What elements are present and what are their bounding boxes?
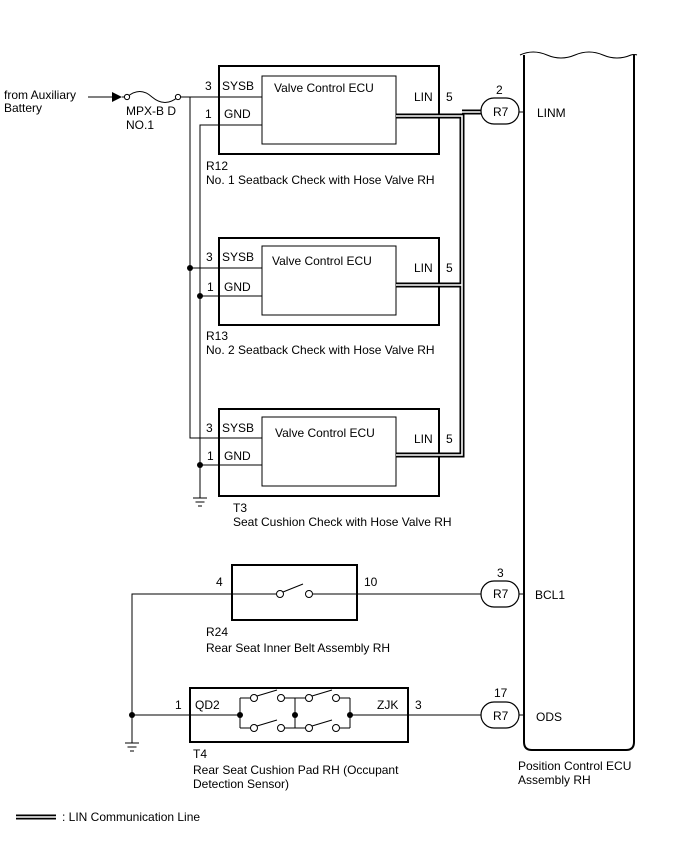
valve1-label-gnd: GND	[224, 107, 251, 121]
ecu-top-wavy-edge	[519, 51, 638, 59]
belt-wire	[131, 593, 481, 743]
valve3-label-lin: LIN	[414, 432, 433, 446]
valve2-ecu-box	[261, 245, 397, 316]
belt-pin-in: 4	[216, 575, 223, 589]
pad-label-in: QD2	[195, 698, 220, 712]
valve3-name: Seat Cushion Check with Hose Valve RH	[233, 515, 452, 529]
sysb-power-wire	[181, 96, 219, 439]
ground-icon-2	[125, 742, 139, 752]
valve1-pin-gnd: 1	[205, 107, 212, 121]
valve2-name: No. 2 Seatback Check with Hose Valve RH	[206, 343, 435, 357]
source-arrow-icon	[112, 92, 122, 102]
position-control-ecu-body	[523, 55, 635, 751]
pad-junction-dot	[129, 712, 135, 718]
valve3-label-gnd: GND	[224, 449, 251, 463]
connector-linm-id: R7	[493, 105, 509, 119]
fuse-icon	[126, 91, 179, 103]
belt-box	[231, 564, 358, 621]
valve1-label-sysb: SYSB	[222, 79, 254, 93]
fuse-terminal-right	[174, 93, 182, 101]
valve3-ecu-label: Valve Control ECU	[275, 426, 375, 440]
valve2-label-sysb: SYSB	[222, 250, 254, 264]
pad-pin-out: 3	[415, 698, 422, 712]
valve2-label-lin: LIN	[414, 261, 433, 275]
valve1-ecu-label: Valve Control ECU	[274, 81, 374, 95]
valve3-pin-gnd: 1	[207, 449, 214, 463]
ecu-name-line1: Position Control ECU	[518, 759, 631, 773]
connector-bcl1-signal: BCL1	[535, 588, 565, 602]
legend-text: : LIN Communication Line	[62, 810, 200, 824]
valve2-code: R13	[206, 329, 228, 343]
valve1-pin-lin: 5	[446, 90, 453, 104]
connector-ods-pin: 17	[494, 686, 508, 700]
connector-bcl1-id: R7	[493, 587, 509, 601]
fuse-number: NO.1	[126, 118, 154, 132]
lin-communication-line	[396, 109, 481, 458]
gnd-junction-dot-2	[197, 462, 203, 468]
ground-wire	[199, 124, 219, 498]
belt-switch-icon	[276, 583, 313, 598]
valve3-code: T3	[233, 501, 247, 515]
connector-ods-signal: ODS	[536, 710, 562, 724]
valve3-pin-sysb: 3	[206, 421, 213, 435]
ground-icon	[193, 497, 207, 507]
connector-r7-linm	[480, 97, 524, 125]
pad-pin-in: 1	[175, 698, 182, 712]
occupant-sensor-switch-icon	[237, 689, 353, 732]
valve1-ecu-box	[261, 75, 397, 145]
connector-ods-id: R7	[493, 709, 509, 723]
valve2-label-gnd: GND	[224, 280, 251, 294]
valve1-name: No. 1 Seatback Check with Hose Valve RH	[206, 173, 435, 187]
connector-bcl1-pin: 3	[497, 566, 504, 580]
pad-name-line1: Rear Seat Cushion Pad RH (Occupant	[193, 763, 399, 777]
belt-pin-out: 10	[364, 575, 378, 589]
belt-name: Rear Seat Inner Belt Assembly RH	[206, 641, 390, 655]
valve1-label-lin: LIN	[414, 90, 433, 104]
valve3-ecu-box	[261, 416, 397, 487]
pad-label-out: ZJK	[377, 698, 398, 712]
fuse-name: MPX-B D	[126, 104, 176, 118]
gnd-junction-dot-1	[197, 293, 203, 299]
fuse-terminal-left	[123, 93, 131, 101]
connector-linm-pin: 2	[496, 83, 503, 97]
sysb-junction-dot	[187, 265, 193, 271]
pad-code: T4	[193, 747, 207, 761]
valve3-pin-lin: 5	[446, 432, 453, 446]
valve2-pin-sysb: 3	[206, 250, 213, 264]
source-label-line2: Battery	[4, 101, 42, 115]
valve2-pin-lin: 5	[446, 261, 453, 275]
valve2-ecu-label: Valve Control ECU	[272, 254, 372, 268]
valve1-code: R12	[206, 159, 228, 173]
ecu-name-line2: Assembly RH	[518, 773, 591, 787]
valve1-pin-sysb: 3	[205, 79, 212, 93]
connector-r7-ods	[480, 701, 524, 729]
connector-r7-bcl1	[480, 580, 524, 608]
valve2-pin-gnd: 1	[207, 280, 214, 294]
belt-code: R24	[206, 625, 228, 639]
pad-name-line2: Detection Sensor)	[193, 777, 289, 791]
valve3-label-sysb: SYSB	[222, 421, 254, 435]
connector-linm-signal: LINM	[537, 106, 566, 120]
source-label-line1: from Auxiliary	[4, 88, 76, 102]
